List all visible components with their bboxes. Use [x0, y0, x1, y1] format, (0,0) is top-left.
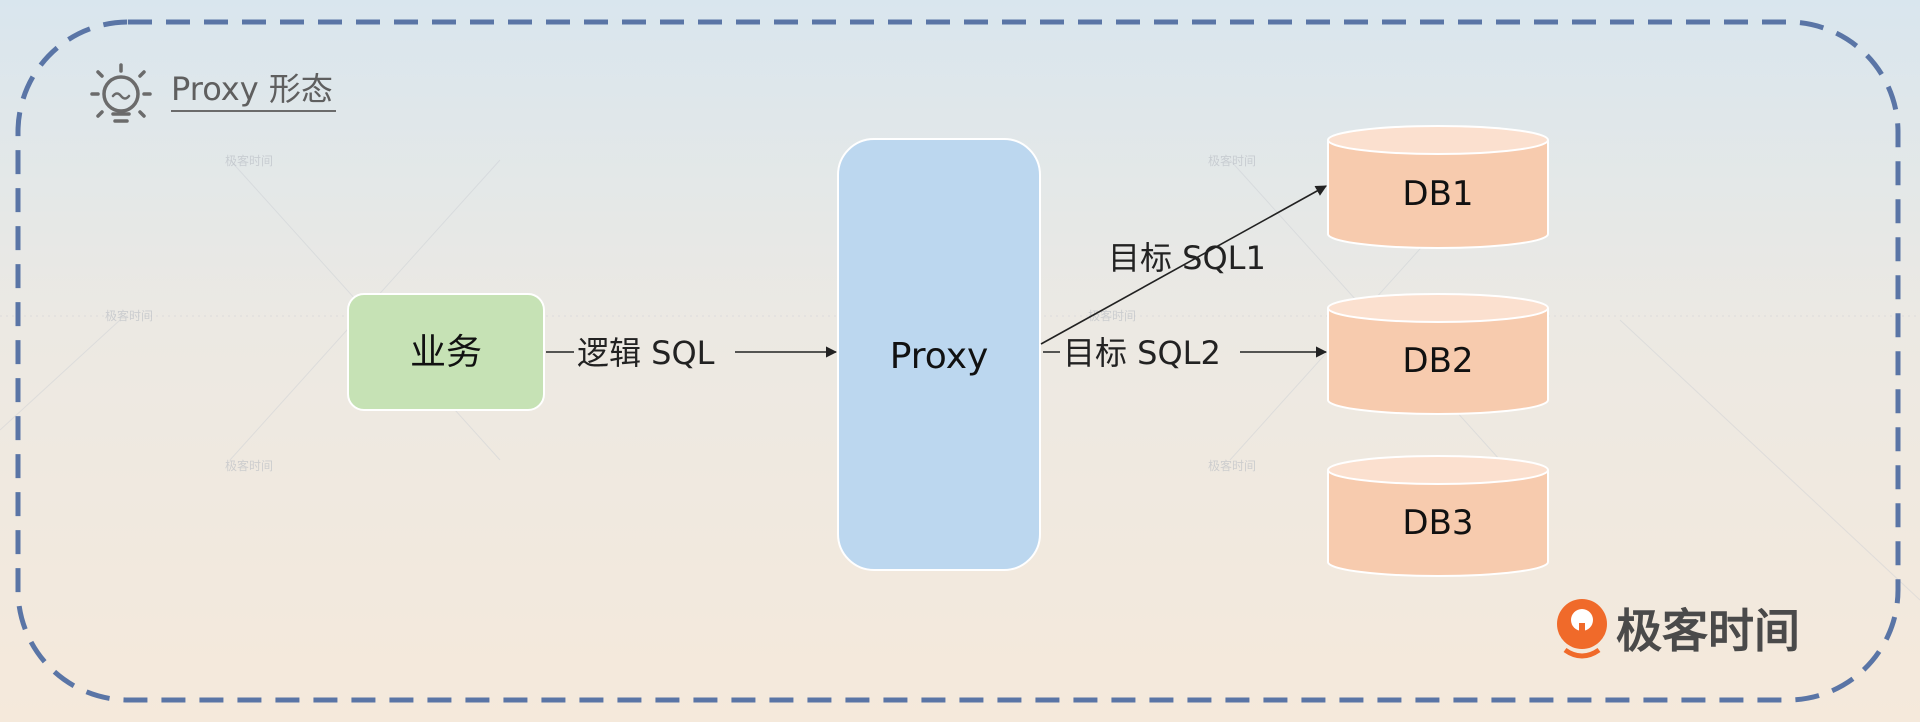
proxy-node: [837, 138, 1041, 571]
geektime-logo-icon: [1557, 599, 1607, 659]
watermark-labels: 极客时间 极客时间 极客时间 极客时间 极客时间 极客时间: [105, 153, 1256, 473]
edge-target-sql2-label: 目标 SQL2: [1063, 334, 1221, 372]
db3-label: DB3: [1402, 503, 1473, 543]
watermark-text: 极客时间: [1208, 153, 1256, 168]
watermark-text: 极客时间: [225, 458, 273, 473]
proxy-label: Proxy: [890, 336, 989, 377]
watermark-text: 极客时间: [225, 153, 273, 168]
business-label: 业务: [410, 332, 482, 373]
watermark-text: 极客时间: [1088, 308, 1136, 323]
lightbulb-icon: [90, 63, 152, 123]
business-node: [347, 293, 545, 411]
page-title: Proxy 形态: [171, 70, 333, 108]
watermark-text: 极客时间: [105, 308, 153, 323]
edge-target-sql1-label: 目标 SQL1: [1108, 239, 1266, 277]
db1-cylinder: DB1: [1327, 125, 1549, 249]
dashed-frame: [15, 19, 1901, 703]
db3-cylinder: DB3: [1327, 455, 1549, 577]
db1-label: DB1: [1402, 174, 1473, 214]
edge-proxy-db1: [1040, 185, 1327, 345]
watermark-text: 极客时间: [1208, 458, 1256, 473]
db2-cylinder: DB2: [1327, 293, 1549, 415]
db2-label: DB2: [1402, 341, 1473, 381]
brand-name: 极客时间: [1616, 604, 1800, 658]
edge-logical-sql-label: 逻辑 SQL: [577, 334, 715, 372]
